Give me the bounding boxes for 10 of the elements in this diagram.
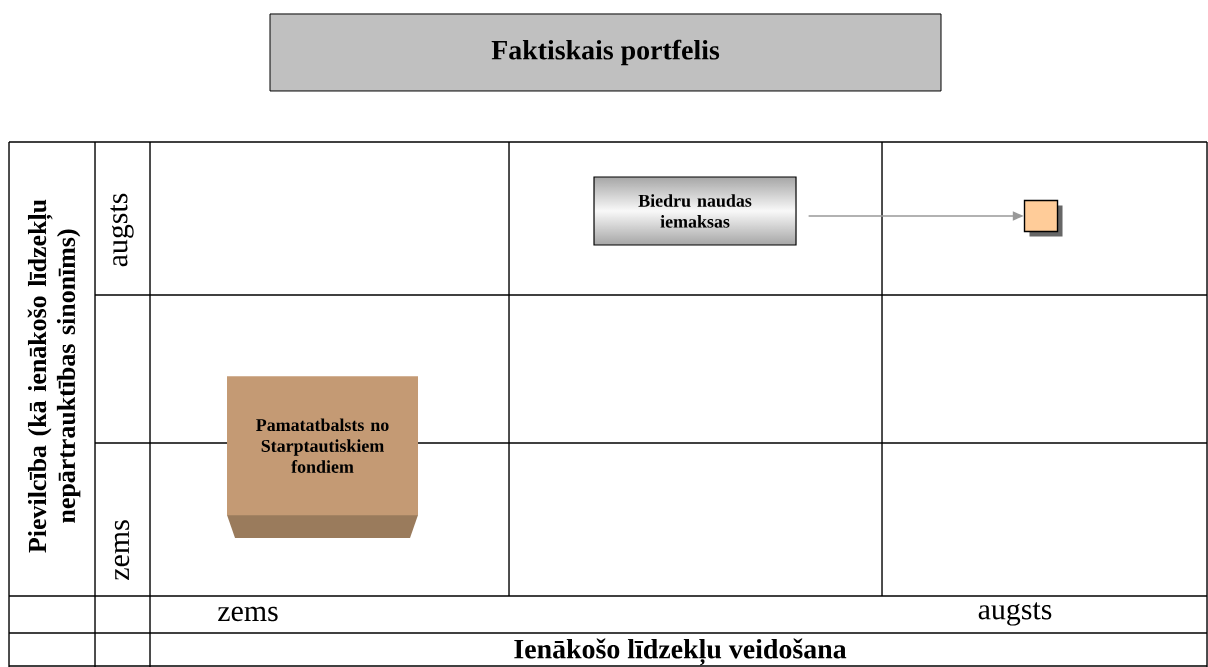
process-box: Pamatatbalsts no Starptautiskiem fondiem [227,376,418,538]
square-marker [1023,199,1063,237]
axis-level-label: augsts [110,193,134,267]
axis-title: Ienākošo līdzekļu veidošana [514,638,847,666]
axis-level-label: augsts [978,602,1052,626]
process-box: Biedru naudas iemaksas [593,176,797,246]
axis-title: Pievilcība (kā ienākošo līdzekļu nepārtrauktības sinonīms) [27,199,81,553]
title-box: Faktiskais portfelis [269,13,942,92]
axis-level-label: zems [114,520,130,580]
axis-level-label: zems [218,606,278,622]
